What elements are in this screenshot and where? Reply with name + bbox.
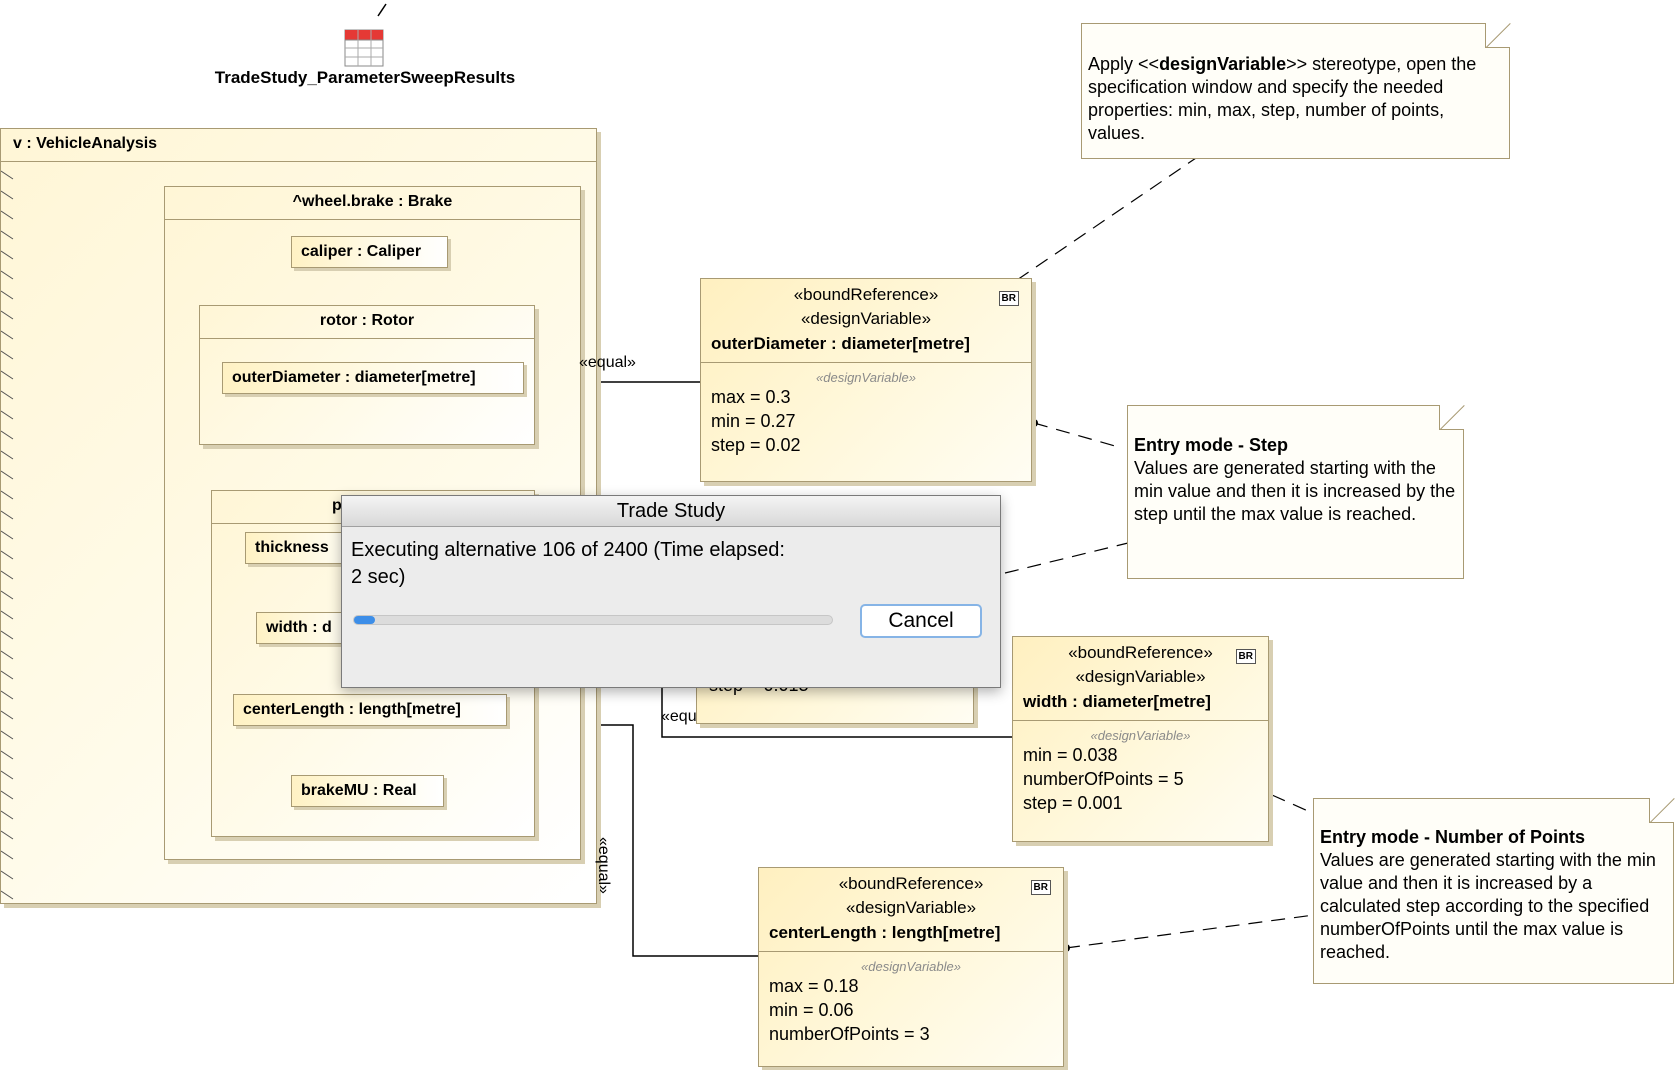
center-length-property[interactable]: centerLength : length[metre] xyxy=(233,694,507,726)
progress-bar xyxy=(353,615,833,625)
value-step: step = 0.02 xyxy=(711,435,801,455)
center-length-design-variable[interactable]: BR «boundReference» «designVariable» cen… xyxy=(758,867,1064,1067)
value-number-of-points: numberOfPoints = 3 xyxy=(769,1024,930,1044)
value-number-of-points: numberOfPoints = 5 xyxy=(1023,769,1184,789)
number-of-points-note[interactable]: Entry mode - Number of Points Values are… xyxy=(1313,798,1674,984)
compartment-label: «designVariable» xyxy=(861,959,961,974)
brake-title: ^wheel.brake : Brake xyxy=(165,187,580,220)
stereotype-design-variable: «designVariable» xyxy=(800,309,932,328)
value-max: max = 0.3 xyxy=(711,387,791,407)
br-badge-icon: BR xyxy=(1235,649,1256,664)
step-mode-note[interactable]: Entry mode - Step Values are generated s… xyxy=(1127,405,1464,579)
note-body: Values are generated starting with the m… xyxy=(1134,458,1456,524)
cancel-button[interactable]: Cancel xyxy=(860,604,982,638)
caliper-part[interactable]: caliper : Caliper xyxy=(291,236,448,268)
trade-study-dialog[interactable]: Trade Study Executing alternative 106 of… xyxy=(341,495,1001,688)
stereotype-bound-reference: «boundReference» xyxy=(1068,643,1213,662)
brake-mu-property[interactable]: brakeMU : Real xyxy=(291,775,444,807)
apply-stereotype-note[interactable]: Apply <<designVariable>> stereotype, ope… xyxy=(1081,23,1510,159)
note-fold-icon xyxy=(1649,798,1674,823)
note-fold-icon xyxy=(1485,23,1510,48)
br-badge-icon: BR xyxy=(1030,880,1051,895)
note-prefix: Apply << xyxy=(1088,54,1160,74)
equal-connector-width xyxy=(661,688,1015,738)
note-title: Entry mode - Number of Points xyxy=(1320,827,1586,847)
stereotype-bound-reference: «boundReference» xyxy=(838,874,984,893)
compartment-label: «designVariable» xyxy=(816,370,916,385)
rotor-title: rotor : Rotor xyxy=(200,306,534,339)
width-design-variable[interactable]: BR «boundReference» «designVariable» wid… xyxy=(1012,636,1269,842)
note-suffix: >> stereotype, open the specification wi… xyxy=(1088,54,1477,143)
outer-diameter-property[interactable]: outerDiameter : diameter[metre] xyxy=(222,362,524,394)
br-badge-icon: BR xyxy=(998,291,1019,306)
cut-edge xyxy=(1,170,14,900)
design-variable-name: centerLength : length[metre] xyxy=(769,923,1001,942)
note-body: Values are generated starting with the m… xyxy=(1320,850,1656,962)
table-label: TradeStudy_ParameterSweepResults xyxy=(214,68,516,87)
stereotype-design-variable: «designVariable» xyxy=(1075,667,1206,686)
vehicle-analysis-title: v : VehicleAnalysis xyxy=(1,129,596,162)
note-fold-icon xyxy=(1439,405,1464,430)
outer-diameter-design-variable[interactable]: BR «boundReference» «designVariable» out… xyxy=(700,278,1032,482)
table-icon[interactable] xyxy=(344,28,384,68)
design-variable-name: outerDiameter : diameter[metre] xyxy=(711,334,970,353)
equal-label-center-length: «equal» xyxy=(595,837,612,894)
value-min: min = 0.27 xyxy=(711,411,796,431)
design-variable-name: width : diameter[metre] xyxy=(1023,692,1211,711)
dialog-title: Trade Study xyxy=(342,496,1000,527)
value-max: max = 0.18 xyxy=(769,976,859,996)
note-bold: designVariable xyxy=(1159,54,1287,74)
dialog-message: Executing alternative 106 of 2400 (Time … xyxy=(351,539,785,588)
stereotype-bound-reference: «boundReference» xyxy=(793,285,939,304)
value-min: min = 0.038 xyxy=(1023,745,1118,765)
value-step: step = 0.001 xyxy=(1023,793,1123,813)
progress-fill xyxy=(354,616,376,624)
compartment-label: «designVariable» xyxy=(1090,728,1191,743)
value-min: min = 0.06 xyxy=(769,1000,854,1020)
stereotype-design-variable: «designVariable» xyxy=(845,898,977,917)
note-title: Entry mode - Step xyxy=(1134,435,1289,455)
equal-label-outer-diameter: «equal» xyxy=(579,354,636,371)
